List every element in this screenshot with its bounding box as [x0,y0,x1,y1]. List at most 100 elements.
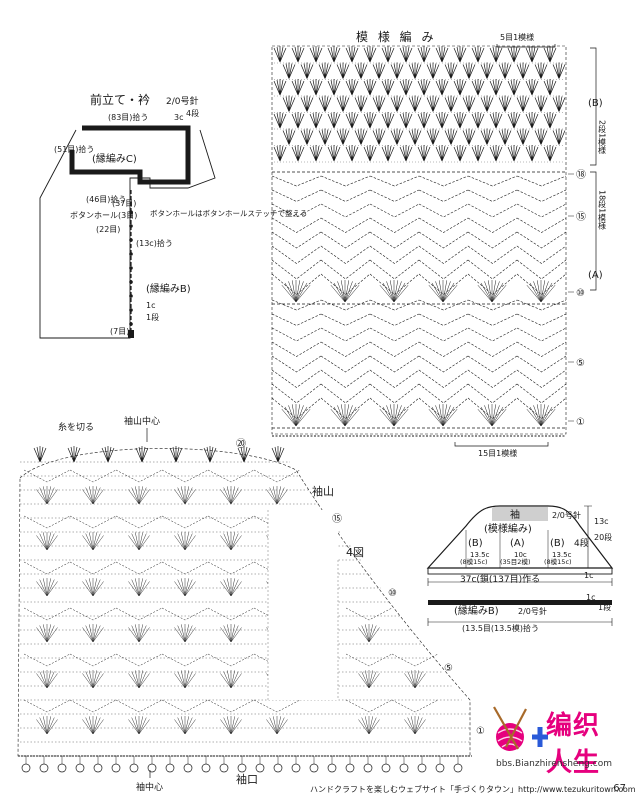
fan-stitch [543,45,557,63]
schematic-1c-b: 1c [586,593,596,602]
fan-stitch [309,111,323,129]
fan-stitch [543,144,557,162]
fan-stitch [498,62,512,79]
fan-stitch [417,78,431,96]
sleeve-schematic: 袖 2/0号針 (模様編み) (B) (A) (B) 13.5c (8模15c)… [426,505,614,633]
fan-stitch [435,111,449,129]
fan-stitch [282,95,296,112]
schematic-edge-b: (縁編みB) [454,604,499,617]
schematic-a-mid: (A) [510,538,525,549]
fan-stitch [453,78,467,96]
schematic-right-rows: (8模15c) [544,557,572,566]
fan-stitch [471,78,485,96]
schematic-edge-needle: 2/0号針 [518,606,547,616]
fan-stitch [372,62,386,79]
fan-stitch [471,144,485,162]
fan-stitch [291,45,305,63]
section-b-bracket [590,47,597,166]
fan-stitch [435,45,449,63]
sleeve-bottom-center: 袖中心 [136,781,163,793]
front-pick-22: (22目) [96,225,120,234]
front-pick-46: (46目)拾う [86,194,126,204]
yarn-ball-icon [493,706,548,751]
fan-stitch [345,45,359,63]
fan-stitch [480,95,494,112]
stitch-chart: 模 様 編 み 5目1模様 15目1模様 (B) 2段1模様 (A) 18段1模… [271,29,607,458]
front-1c: 1c [146,301,156,310]
fan-stitch [534,62,548,79]
fan-stitch [516,95,530,112]
sleeve-cut-yarn: 糸を切る [58,421,94,433]
fan-stitch [336,95,350,112]
fan-stitch [516,128,530,145]
fan-stitch [426,95,440,112]
fan-stitch [273,78,287,96]
front-pick-83: (83目)拾う [108,112,148,122]
fan-stitch [480,128,494,145]
row-marker-18: ⑱ [576,169,586,181]
fan-stitch [300,128,314,145]
fan-stitch [507,78,521,96]
fan-stitch [489,78,503,96]
fan-stitch [390,95,404,112]
fan-stitch [282,128,296,145]
sleeve-chart: 糸を切る 袖山中心 袖山 4図 袖口 袖中心 ⑳ ⑮ ⑩ ⑤ ① [17,415,485,793]
fan-stitch [462,62,476,79]
fan-stitch [318,95,332,112]
schematic-1c-a: 1c [584,571,594,580]
fan-stitch [399,78,413,96]
footer-text: ハンドクラフトを楽しむウェブサイト「手づくりタウン」http://www.tez… [310,785,636,794]
fan-stitch [390,128,404,145]
fan-stitch [489,111,503,129]
front-buttonhole-3: ボタンホール(3目) [70,211,137,220]
fan-stitch [399,144,413,162]
fan-stitch [354,128,368,145]
section-a-bracket [590,171,597,291]
front-1row: 1段 [146,312,159,322]
front-band-bottom [128,330,134,338]
fan-stitch [381,111,395,129]
fan-stitch [525,78,539,96]
fan-stitch [354,95,368,112]
fan-stitch [363,78,377,96]
sleeve-marker-20: ⑳ [236,438,246,450]
schematic-left-width: 13.5c [470,551,490,559]
fan-stitch [489,45,503,63]
schematic-mid-width: 10c [514,551,527,559]
fan-stitch [273,111,287,129]
fan-stitch [507,144,521,162]
fan-stitch [327,144,341,162]
fan-stitch [471,111,485,129]
chart-section-b-rows [272,45,566,173]
sleeve-marker-10: ⑩ [388,588,397,599]
section-b-note: 2段1模様 [598,120,607,154]
schematic-width: 37c(鎖(137目)作る [460,573,540,585]
fan-stitch [552,95,566,112]
schematic-edge-pick: (13.5目(13.5模)拾う [462,623,539,633]
schematic-right-width: 13.5c [552,551,572,559]
fan-stitch [462,95,476,112]
fan-stitch [534,95,548,112]
fan-stitch [273,45,287,63]
fan-stitch [444,128,458,145]
sleeve-cuff-label: 袖口 [236,772,258,786]
sleeve-top-center: 袖山中心 [124,415,160,427]
fan-stitch [381,45,395,63]
fan-stitch [336,62,350,79]
fan-stitch [345,111,359,129]
schematic-title: 袖 [510,508,520,521]
watermark-url: bbs.Bianzhirensheng.com [496,759,612,769]
fan-stitch [291,78,305,96]
fan-stitch [408,62,422,79]
sleeve-marker-5: ⑤ [444,663,453,674]
fan-stitch [543,78,557,96]
fan-stitch [525,45,539,63]
chart-frame [271,45,567,435]
fan-stitch [408,128,422,145]
fan-stitch [327,45,341,63]
fan-stitch [336,128,350,145]
fan-stitch [507,111,521,129]
fan-stitch [543,111,557,129]
fan-stitch [435,78,449,96]
